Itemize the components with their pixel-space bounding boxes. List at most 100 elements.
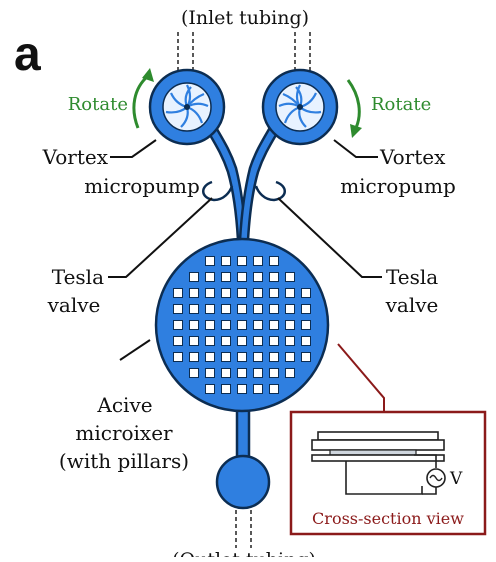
outlet-reservoir: [215, 454, 271, 510]
vortex-left-line2: micropump: [84, 174, 200, 198]
tesla-left-line1: Tesla: [52, 265, 104, 289]
pillar: [205, 336, 215, 346]
pillar: [269, 368, 279, 378]
inlet-tubing-right: [294, 32, 311, 80]
pillar: [285, 368, 295, 378]
inlet-label: (Inlet tubing): [181, 7, 309, 29]
mixer-label-line1: Acive: [96, 393, 152, 417]
pillar: [285, 352, 295, 362]
pillar: [205, 304, 215, 314]
pillar: [253, 256, 263, 266]
cross-section-label: Cross-section view: [312, 509, 464, 528]
pillar: [269, 256, 279, 266]
pillar: [221, 320, 231, 330]
pillar: [221, 352, 231, 362]
pillar: [253, 288, 263, 298]
pillar: [237, 320, 247, 330]
pillar: [173, 320, 183, 330]
pillar: [253, 384, 263, 394]
outlet-tubing: [235, 510, 252, 548]
pillar: [221, 368, 231, 378]
pillar: [173, 352, 183, 362]
pillar: [237, 272, 247, 282]
impeller-right: [275, 82, 325, 132]
pillar: [253, 272, 263, 282]
pillar: [205, 352, 215, 362]
pillar: [221, 288, 231, 298]
pillar: [205, 320, 215, 330]
mixer-label-line3: (with pillars): [59, 449, 189, 473]
pillar: [301, 320, 311, 330]
pillar: [189, 336, 199, 346]
pillar: [301, 352, 311, 362]
pillar: [205, 368, 215, 378]
pillar: [221, 384, 231, 394]
pillar: [173, 336, 183, 346]
rotate-arrowhead-left: [142, 68, 154, 82]
pillar: [205, 384, 215, 394]
leader-lines: [108, 139, 382, 361]
outlet-label: (Outlet tubing): [172, 549, 316, 557]
pillar: [237, 288, 247, 298]
pillar: [301, 288, 311, 298]
pillar: [237, 304, 247, 314]
pillar: [237, 352, 247, 362]
pillar: [173, 304, 183, 314]
rotate-arrow-right: [346, 79, 361, 129]
pillar: [253, 320, 263, 330]
rotate-label-right: Rotate: [371, 94, 431, 115]
pillar: [221, 256, 231, 266]
pillar: [269, 384, 279, 394]
rotate-arrow-left: [132, 74, 150, 129]
impeller-left: [162, 82, 212, 132]
pillar: [173, 288, 183, 298]
vortex-left-line1: Vortex: [42, 145, 109, 169]
pillar: [253, 368, 263, 378]
pillar: [237, 384, 247, 394]
pillar: [221, 272, 231, 282]
pillar: [189, 368, 199, 378]
tesla-right-line1: Tesla: [386, 265, 438, 289]
pillar: [269, 320, 279, 330]
pillar: [253, 352, 263, 362]
pillar: [237, 368, 247, 378]
pillar: [189, 272, 199, 282]
tesla-valve-right-loop: [254, 180, 286, 202]
pillar: [285, 304, 295, 314]
mixer-pillars: [173, 256, 311, 394]
pillar: [221, 336, 231, 346]
vortex-right-line2: micropump: [340, 174, 456, 198]
pillar: [285, 288, 295, 298]
pillar: [189, 352, 199, 362]
vortex-right-line1: Vortex: [379, 145, 446, 169]
pillar: [285, 336, 295, 346]
pillar: [301, 336, 311, 346]
pillar: [269, 272, 279, 282]
tesla-left-line2: valve: [47, 293, 101, 317]
right-inlet-channel: [238, 122, 282, 242]
pillar: [301, 304, 311, 314]
cross-section-inset: V Cross-section view: [289, 410, 487, 536]
rotate-arrowhead-right: [350, 124, 362, 138]
pillar: [237, 336, 247, 346]
pillar: [269, 352, 279, 362]
voltage-label: V: [449, 469, 463, 489]
inlet-tubing-left: [177, 32, 194, 80]
rotate-label-left: Rotate: [68, 94, 128, 115]
mixer-label-line2: microixer: [75, 421, 173, 445]
pillar: [205, 272, 215, 282]
pillar: [269, 288, 279, 298]
tesla-valve-left-loop: [202, 180, 234, 202]
pillar: [253, 336, 263, 346]
pillar: [205, 288, 215, 298]
pillar: [253, 304, 263, 314]
pillar: [189, 304, 199, 314]
pillar: [237, 256, 247, 266]
pillar: [285, 320, 295, 330]
tesla-right-line2: valve: [385, 293, 439, 317]
inset-connector: [337, 343, 385, 412]
pillar: [189, 320, 199, 330]
pillar: [205, 256, 215, 266]
pillar: [221, 304, 231, 314]
